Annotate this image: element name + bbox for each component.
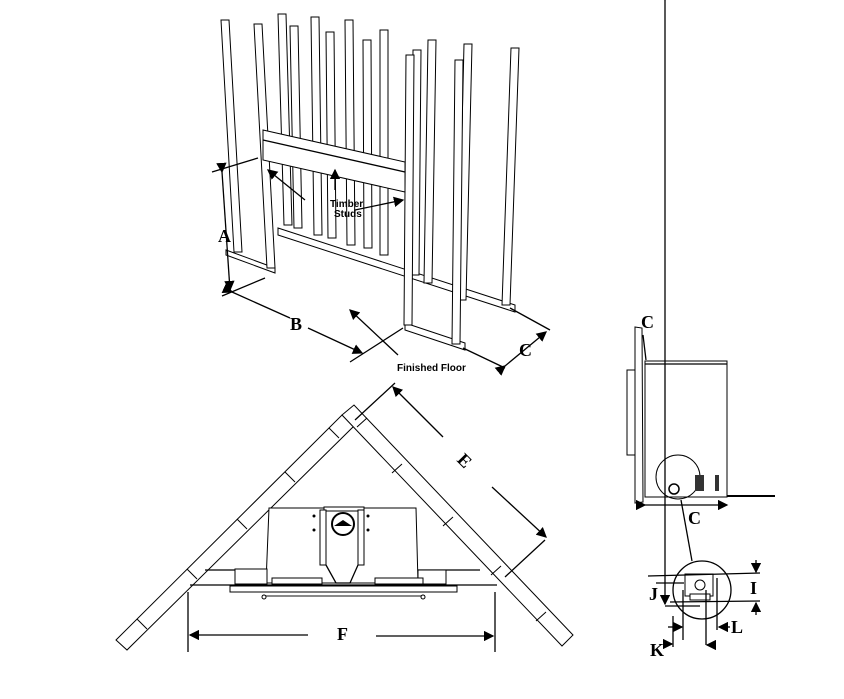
studs-label: Studs bbox=[334, 209, 362, 220]
corner-install-panel: E F bbox=[115, 382, 574, 652]
side-depth-c-label: C bbox=[688, 508, 701, 528]
dim-b-label: B bbox=[290, 314, 302, 334]
dim-a-label: A bbox=[218, 226, 231, 246]
dim-i-label: I bbox=[750, 578, 757, 598]
dim-j-label: J bbox=[649, 584, 658, 604]
timber-frame-panel: Timber Studs A B Finished Floor C bbox=[211, 13, 551, 376]
detail-circle-panel: I J K L bbox=[647, 0, 762, 660]
dim-l-label: L bbox=[731, 617, 743, 637]
side-body bbox=[644, 360, 728, 498]
unit-base-plate bbox=[229, 585, 458, 593]
header-beam bbox=[262, 129, 406, 193]
side-top-c-label: C bbox=[641, 312, 654, 332]
dim-c-label: C bbox=[519, 340, 532, 360]
dim-e-label: E bbox=[453, 449, 476, 472]
side-view-panel: C C bbox=[626, 312, 775, 562]
dim-k-label: K bbox=[650, 640, 664, 660]
timber-label: Timber bbox=[330, 199, 363, 210]
finished-floor-label: Finished Floor bbox=[397, 363, 466, 374]
dim-f-label: F bbox=[337, 624, 348, 644]
